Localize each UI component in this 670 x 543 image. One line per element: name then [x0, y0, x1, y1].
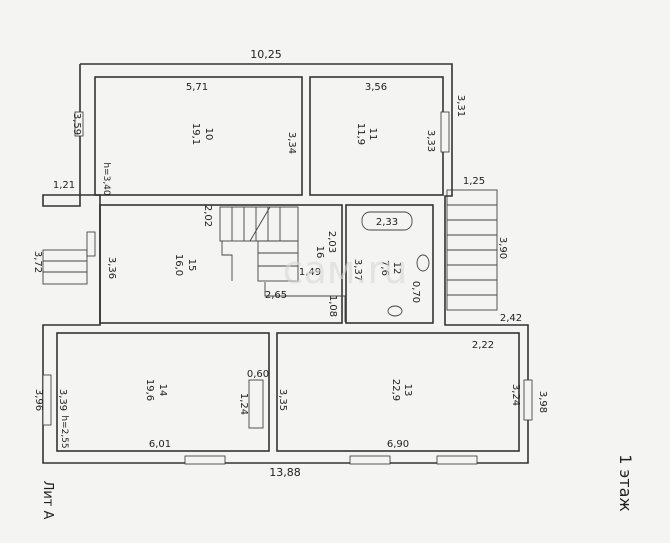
room-15-number: 15	[186, 259, 197, 272]
window	[349, 455, 391, 465]
window	[436, 455, 478, 465]
dim-bath-h: 3,37	[352, 259, 363, 281]
dim-top-overall: 10,25	[250, 48, 282, 61]
room-11-height2: 3,33	[425, 130, 436, 152]
room-14-width: 6,01	[149, 439, 171, 450]
room-14-number: 14	[157, 384, 168, 397]
dim-stair-h: 2,03	[326, 231, 337, 253]
room-14-ceiling: h=2,55	[59, 415, 69, 448]
room-14-niche-w: 0,60	[247, 369, 269, 380]
room-10-outline	[94, 76, 303, 196]
dim-left-overall: 3,96	[33, 389, 44, 411]
room-10-number: 10	[203, 128, 214, 141]
dim-stair-w: 1,49	[299, 267, 321, 278]
left-stairs	[42, 249, 88, 285]
floor-title: 1 этаж	[616, 454, 635, 512]
room-10-ceiling: h=3,40	[101, 162, 111, 196]
room-12-outline	[345, 204, 434, 324]
staircase	[219, 206, 346, 322]
dim-bath-w: 2,33	[376, 217, 398, 228]
room-14-outline	[56, 332, 270, 452]
room-13-height: 3,35	[277, 389, 288, 411]
room-11-height: 3,31	[455, 95, 466, 117]
room-14-area: 19,6	[144, 379, 155, 401]
dim-right-overall: 3,98	[537, 391, 548, 413]
room-16-number: 16	[314, 246, 325, 259]
room-13-height2: 3,24	[510, 384, 521, 406]
room-15-area: 16,0	[173, 254, 184, 276]
room-11-area: 11,9	[355, 123, 366, 145]
window	[42, 374, 52, 426]
room-10-width: 5,71	[186, 82, 208, 93]
room-13-area: 22,9	[390, 379, 401, 401]
room-11-number: 11	[367, 128, 378, 141]
dim-left-step: 1,21	[53, 180, 75, 191]
dim-hall-small: 1,08	[327, 295, 338, 317]
room-13-width: 6,90	[387, 439, 409, 450]
room-14-height: 3,39	[57, 389, 68, 411]
window	[523, 379, 533, 421]
toilet	[387, 305, 403, 317]
room-15-outline	[99, 204, 343, 324]
outer-wall	[42, 63, 529, 464]
dim-stair-lower: 2,65	[265, 290, 287, 301]
room-10-height: 3,59	[71, 113, 82, 135]
room-13-outline	[276, 332, 520, 452]
room-12-area: 7,6	[379, 260, 390, 276]
dim-left-step-h: 3,72	[32, 251, 43, 273]
room-10-height2: 3,34	[286, 132, 297, 154]
letter-label: Лит А	[40, 481, 55, 520]
dim-right-step: 2,42	[500, 313, 522, 324]
dim-stair-top: 2,02	[202, 205, 213, 227]
sink	[416, 254, 430, 272]
window	[86, 231, 96, 257]
bathtub	[361, 211, 413, 231]
room-15-height: 3,36	[106, 257, 117, 279]
window	[74, 111, 84, 137]
room-14-niche-h: 1,24	[238, 393, 249, 415]
room-12-number: 12	[391, 262, 402, 275]
window	[184, 455, 226, 465]
niche	[248, 379, 264, 429]
room-11-width: 3,56	[365, 82, 387, 93]
dim-porch-w: 1,25	[463, 176, 485, 187]
dim-right-step2: 2,22	[472, 340, 494, 351]
watermark: сам.ru	[283, 248, 408, 292]
dim-bath-door: 0,70	[410, 281, 421, 303]
window	[440, 111, 450, 153]
room-10-area: 19,1	[190, 123, 201, 145]
porch-stairs	[446, 189, 498, 311]
dim-bottom-overall: 13,88	[269, 466, 301, 479]
dim-porch-h: 3,90	[497, 237, 508, 259]
room-13-number: 13	[402, 384, 413, 397]
